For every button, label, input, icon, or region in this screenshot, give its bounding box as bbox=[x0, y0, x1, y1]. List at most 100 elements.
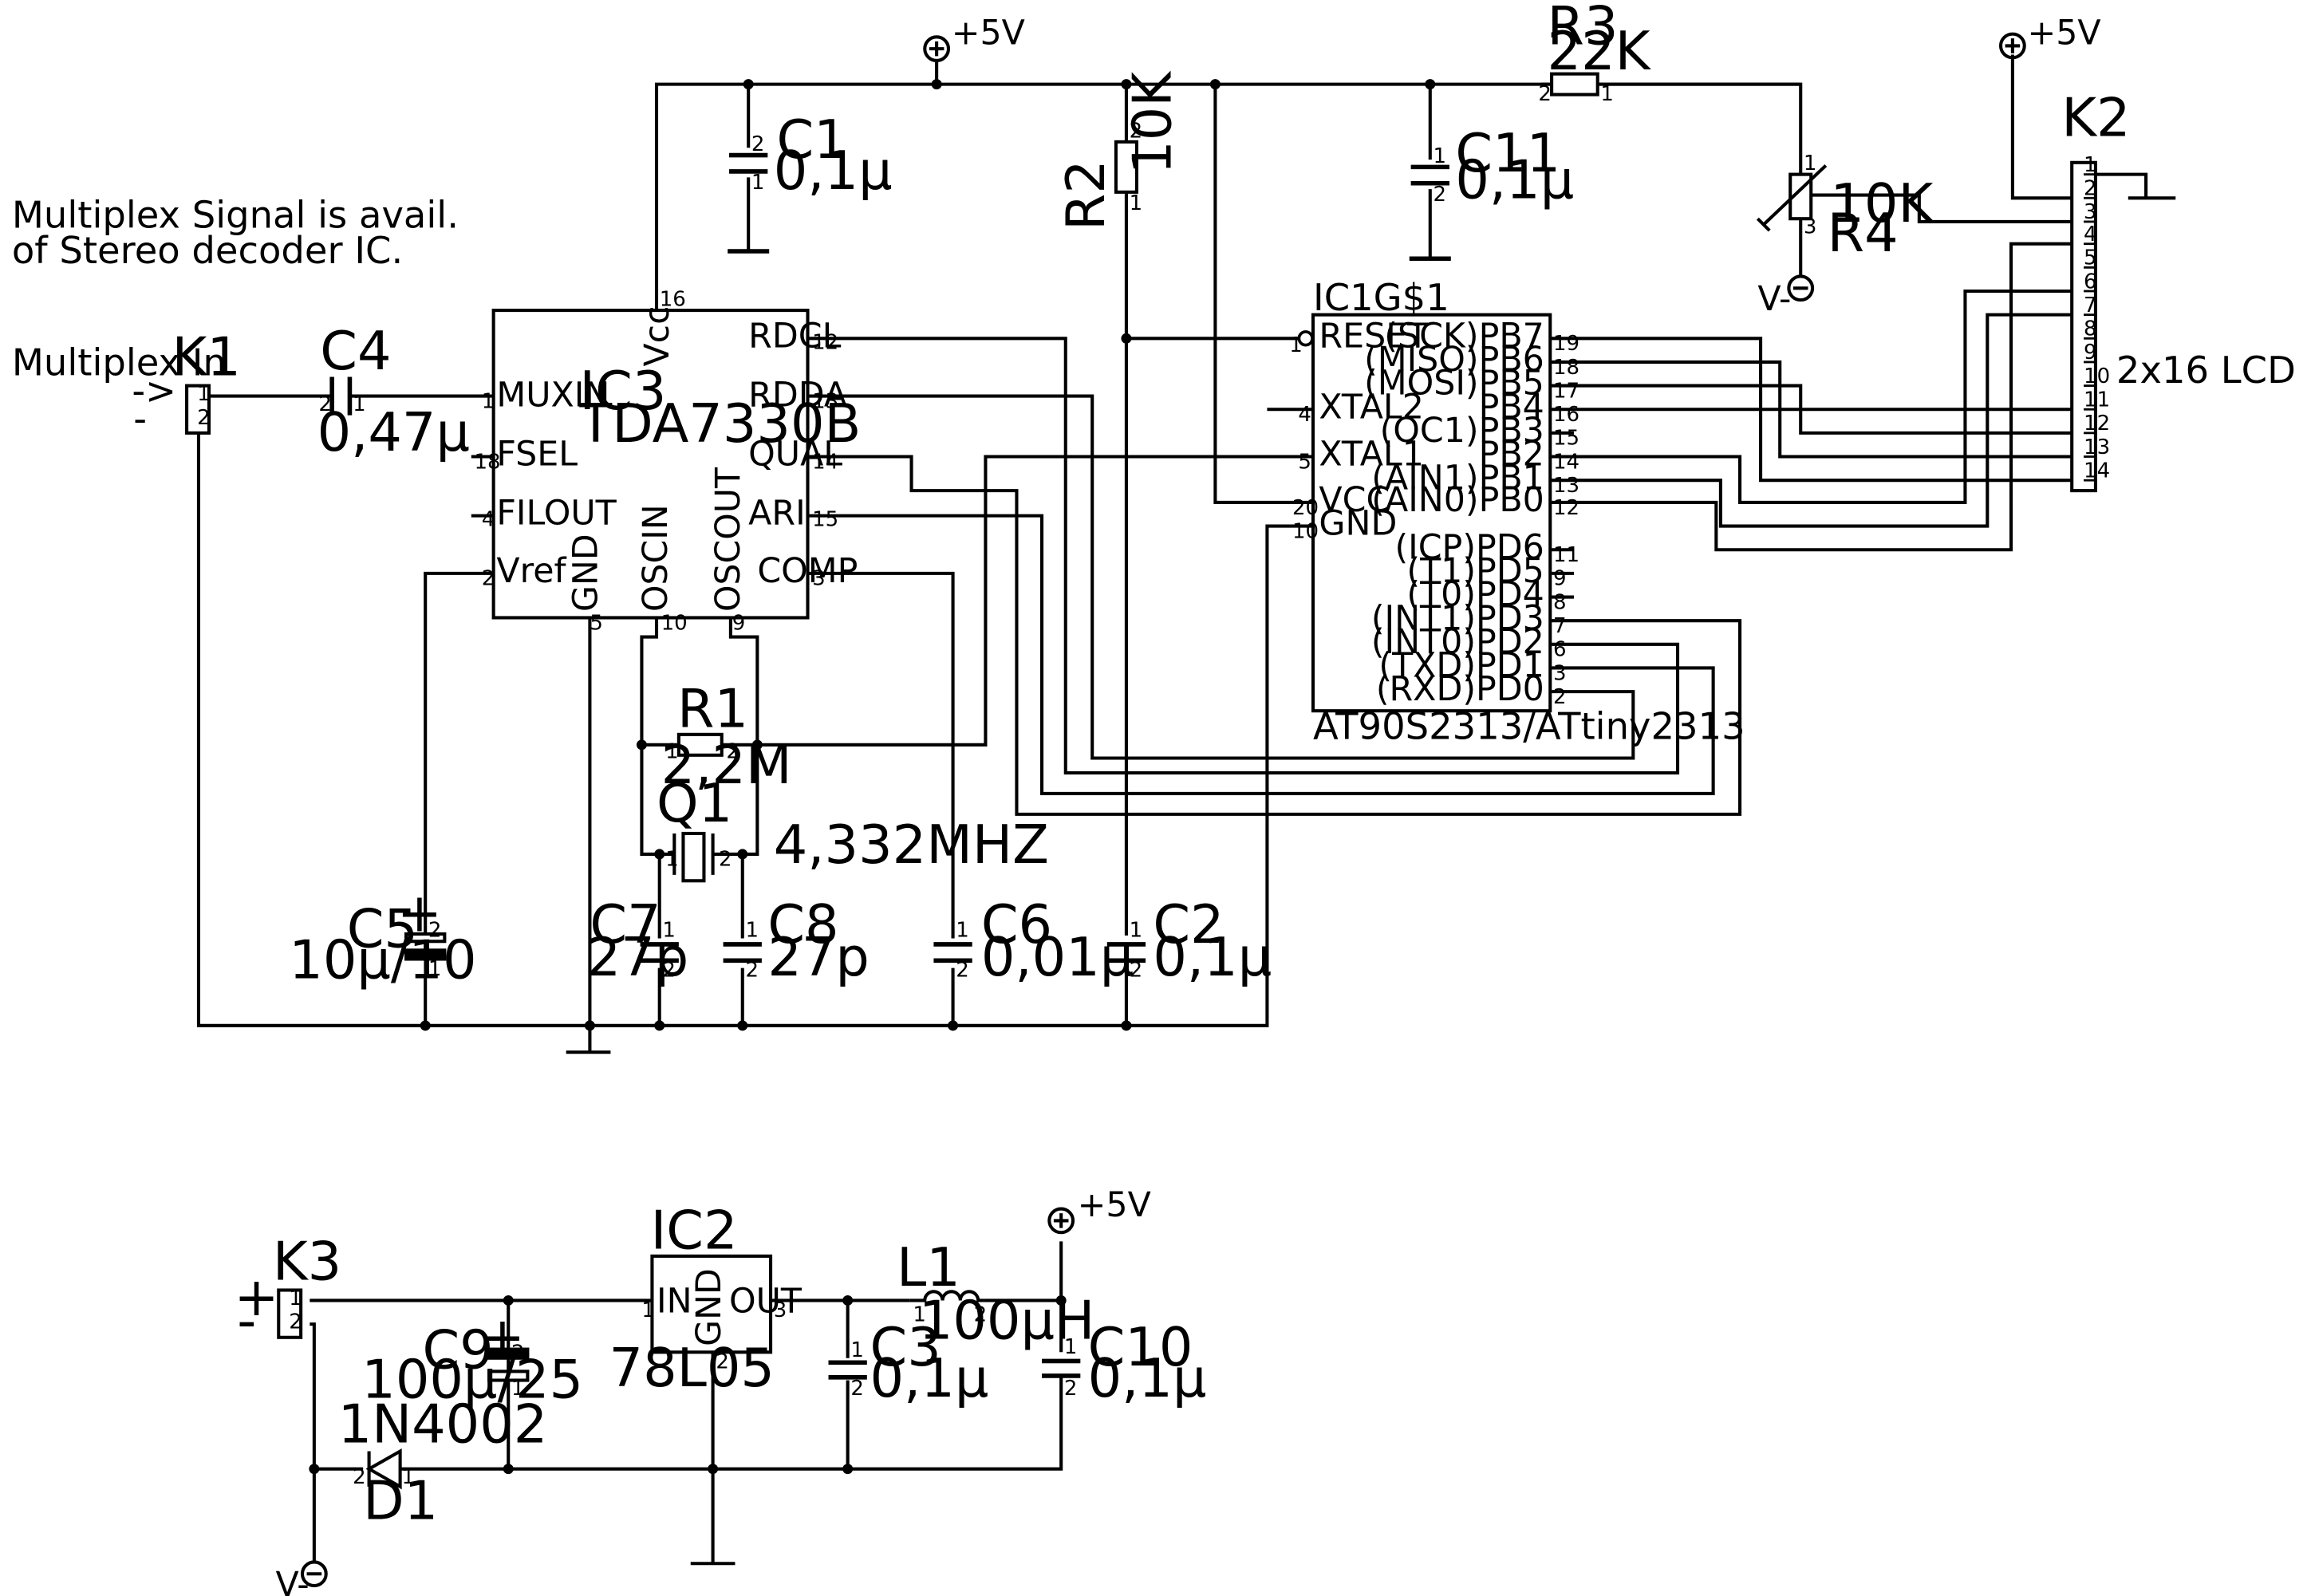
ic1-pin-pd4: (T0)PD4 bbox=[1406, 575, 1544, 615]
ic3-pin-num: 9 bbox=[732, 611, 746, 635]
ic1-right-pins: (SCK)PB7 (MISO)PB6 (MOSI)PB5 PB4 (OC1)PB… bbox=[1364, 316, 1544, 709]
junction-dots bbox=[309, 79, 1436, 1475]
r4-pin-num: 3 bbox=[1804, 215, 1817, 239]
k3-minus: - bbox=[237, 1290, 256, 1352]
ic3-pin-gnd: GND bbox=[566, 534, 606, 612]
r3-resistor bbox=[1550, 72, 1599, 97]
q1-ref: Q1 bbox=[657, 772, 732, 834]
k3-pin-num: 1 bbox=[289, 1287, 302, 1310]
c5-ref: C5 bbox=[347, 898, 418, 960]
ic2-body bbox=[650, 1254, 773, 1354]
ic1-pin-num: 18 bbox=[1553, 356, 1579, 380]
c8-pin-num: 2 bbox=[745, 959, 759, 983]
ic1-pin-pb5: (MOSI)PB5 bbox=[1364, 364, 1544, 404]
c7-capacitor bbox=[640, 942, 679, 964]
ic1-pin-num: 1 bbox=[1289, 333, 1303, 357]
k2-pin-num: 7 bbox=[2084, 294, 2097, 317]
junction-dot bbox=[751, 739, 763, 751]
ic3-pin-comp: COMP bbox=[757, 551, 858, 591]
ic3-pin-num: 1 bbox=[482, 389, 495, 413]
c4-capacitor bbox=[329, 376, 353, 416]
ic1-ref: IC1G$1 bbox=[1313, 276, 1449, 319]
ic1-pin-pd0: (RXD)PD0 bbox=[1376, 669, 1544, 709]
ic1-pin-pd1: (TXD)PD1 bbox=[1378, 646, 1544, 686]
c5-plus: + bbox=[397, 881, 442, 944]
r1-pin-num: 2 bbox=[726, 740, 739, 764]
junction-dot bbox=[654, 849, 665, 860]
r4-value: 10K bbox=[1830, 172, 1934, 234]
k2-pin-num: 3 bbox=[2084, 200, 2097, 224]
junction-dot bbox=[654, 1020, 665, 1031]
c2-pin-num: 1 bbox=[1130, 919, 1143, 943]
d1-pin-num: 2 bbox=[353, 1465, 366, 1489]
ic1-pin-num: 2 bbox=[1553, 685, 1567, 709]
ic2-pin-num: 3 bbox=[774, 1298, 787, 1322]
plus5v-label-k2: +5V bbox=[2027, 14, 2100, 53]
r3-pin-num: 1 bbox=[1600, 82, 1614, 106]
junction-dot bbox=[737, 1020, 748, 1031]
junction-dot bbox=[584, 1020, 595, 1031]
c8-capacitor bbox=[723, 942, 762, 964]
note-line-1: Multiplex Signal is avail. bbox=[12, 193, 459, 236]
ic1-pin-reset: RESET bbox=[1319, 316, 1429, 356]
ic1-body bbox=[1311, 313, 1552, 713]
vminus-symbol-r4 bbox=[1787, 274, 1815, 302]
ic1-pin-numbers: 1 4 5 20 10 19 18 17 16 15 14 13 12 11 9… bbox=[1289, 332, 1579, 709]
ic3-pin-num: 15 bbox=[812, 508, 838, 532]
ic3-ref: IC3 bbox=[579, 360, 666, 422]
junction-dot bbox=[636, 739, 647, 751]
d1-ref: D1 bbox=[363, 1470, 438, 1532]
ic1-part: AT90S2313/ATtiny2313 bbox=[1313, 704, 1745, 747]
r4-pin-num: 1 bbox=[1804, 152, 1817, 175]
r3-value: 22K bbox=[1548, 20, 1652, 82]
ic2-pin-num: 2 bbox=[716, 1350, 729, 1374]
plus5v-label-top: +5V bbox=[952, 14, 1025, 53]
ic1-pin-num: 14 bbox=[1553, 450, 1579, 474]
k2-pin-num: 11 bbox=[2084, 388, 2110, 412]
k1-pin-num: 1 bbox=[197, 382, 211, 406]
ic1-pin-pd3: (INT1)PD3 bbox=[1371, 598, 1544, 638]
junction-dot bbox=[503, 1464, 514, 1475]
junction-dot bbox=[1055, 1295, 1067, 1306]
c9-plus: + bbox=[480, 1306, 525, 1368]
c9-pin-num: 1 bbox=[511, 1377, 525, 1401]
k2-pin-num: 6 bbox=[2084, 270, 2097, 294]
ic1-pin-num: 13 bbox=[1553, 474, 1579, 498]
k2-pin-num: 2 bbox=[2084, 177, 2097, 201]
k1-plus-arrow: -> bbox=[132, 369, 176, 412]
k2-pin-num: 12 bbox=[2084, 412, 2110, 435]
ic1-pin-num: 8 bbox=[1553, 590, 1567, 614]
q1-value: 4,332MHZ bbox=[774, 814, 1049, 876]
c6-value: 0,01μ bbox=[981, 926, 1134, 988]
d1-pin-num: 1 bbox=[401, 1465, 415, 1489]
c1-capacitor bbox=[728, 152, 770, 254]
c7-pin-num: 2 bbox=[662, 959, 676, 983]
ic3-pin-rdda: RDDA bbox=[748, 376, 847, 416]
note-line-2: of Stereo decoder IC. bbox=[12, 229, 403, 272]
c2-value: 0,1μ bbox=[1153, 926, 1272, 988]
q1-pin-num: 2 bbox=[719, 848, 732, 872]
ic1-pin-num: 4 bbox=[1298, 403, 1311, 427]
k1-connector bbox=[185, 384, 211, 435]
c3-capacitor bbox=[828, 1360, 867, 1380]
k3-plus: + bbox=[235, 1266, 279, 1328]
k2-pin-num: 9 bbox=[2084, 341, 2097, 365]
junction-dot bbox=[1425, 79, 1436, 90]
c1-pin-num: 2 bbox=[751, 132, 765, 156]
ic3-pin-num: 13 bbox=[812, 389, 838, 413]
q1-crystal bbox=[672, 831, 715, 883]
c8-value: 27p bbox=[767, 926, 870, 988]
ic3-pin-oscin: OSCIN bbox=[636, 504, 676, 612]
k2-pin-num: 8 bbox=[2084, 317, 2097, 341]
vcc-symbol-k2 bbox=[1998, 32, 2026, 60]
c1-ref: C1 bbox=[776, 108, 847, 171]
c8-pin-num: 1 bbox=[745, 919, 759, 943]
vminus-label-psu: V- bbox=[276, 1565, 310, 1596]
c7-ref: C7 bbox=[590, 893, 661, 956]
c11-value: 0,1μ bbox=[1455, 148, 1574, 211]
plus5v-label-psu: +5V bbox=[1078, 1185, 1151, 1225]
ic3-pin-qual: QUAL bbox=[748, 435, 842, 475]
ic1-pin-num: 10 bbox=[1292, 519, 1319, 543]
ic1-pin-num: 3 bbox=[1553, 661, 1567, 685]
ic3-pin-num: 5 bbox=[590, 611, 603, 635]
